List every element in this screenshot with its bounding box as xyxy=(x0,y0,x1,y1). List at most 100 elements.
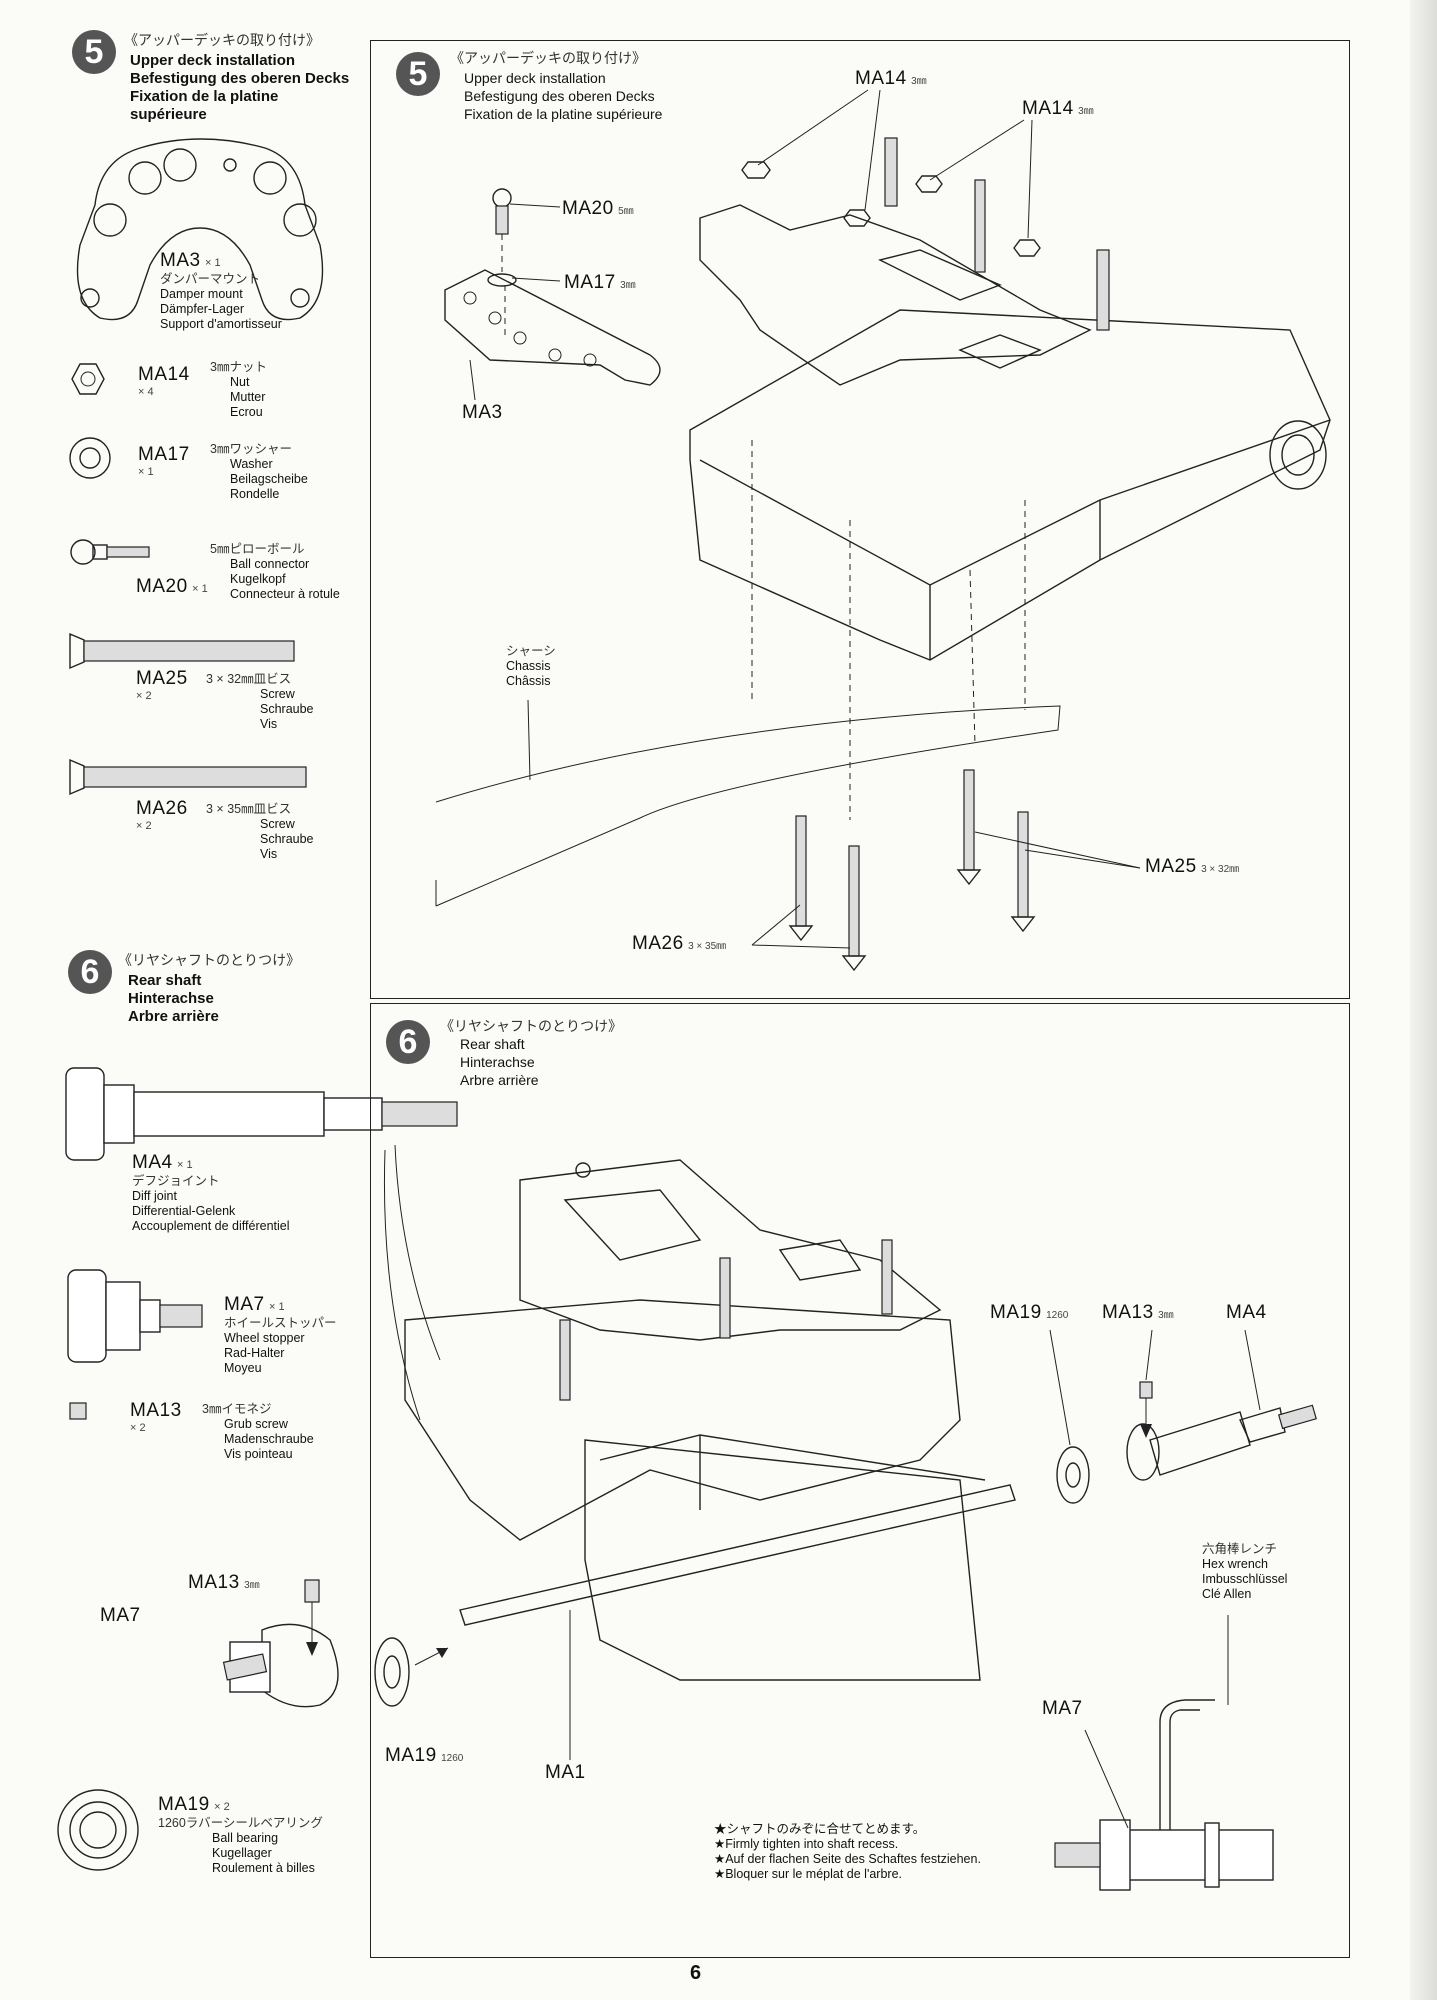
part-name-jp: 3㎜ナット xyxy=(210,360,267,374)
panel5-ma14a-label: MA14 3㎜ xyxy=(855,68,927,90)
chassis-label-fr: Châssis xyxy=(506,674,551,688)
callout-code: MA25 xyxy=(1145,856,1197,877)
callout-code: MA17 xyxy=(564,272,616,293)
part-ma4: MA4 × 1 デフジョイント Diff joint Differential-… xyxy=(132,1152,290,1234)
part-qty: × 2 xyxy=(136,820,152,832)
callout-code: MA19 xyxy=(990,1302,1042,1323)
part-code: MA7 xyxy=(224,1294,265,1315)
panel6-ma13-label: MA13 3㎜ xyxy=(1102,1302,1174,1324)
part-ma7: MA7 × 1 ホイールストッパー Wheel stopper Rad-Halt… xyxy=(224,1294,337,1376)
part-code: MA3 xyxy=(160,250,201,271)
panel5-ma17-label: MA17 3㎜ xyxy=(564,272,636,294)
ma26-screw-drawing xyxy=(69,758,307,796)
panel5-ma20-label: MA20 5㎜ xyxy=(562,198,634,220)
panel6-title-en: Rear shaft xyxy=(460,1036,525,1052)
part-name-de: Schraube xyxy=(260,702,314,716)
part-name-de: Kugelkopf xyxy=(230,572,286,586)
part-code: MA20 xyxy=(136,576,188,597)
hex-wrench-de: Imbusschlüssel xyxy=(1202,1572,1288,1586)
part-name-fr: Vis xyxy=(260,717,278,731)
step5-title-de: Befestigung des oberen Decks xyxy=(130,70,350,87)
part-qty: × 1 xyxy=(177,1159,193,1171)
page-edge-shadow xyxy=(1410,0,1437,2000)
part-ma26-names: 3 × 35㎜皿ビス Screw Schraube Vis xyxy=(206,802,314,862)
callout-size: 3㎜ xyxy=(911,76,927,87)
callout-code: MA14 xyxy=(1022,98,1074,119)
part-ma25: MA25 × 2 xyxy=(136,668,188,702)
panel5-title-jp: 《アッパーデッキの取り付け》 xyxy=(450,50,646,66)
part-ma14-names: 3㎜ナット Nut Mutter Ecrou xyxy=(210,360,267,420)
part-ma17: MA17 × 1 xyxy=(138,444,190,478)
part-name-fr: Vis xyxy=(260,847,278,861)
step6-ma13-callout: MA13 3㎜ xyxy=(188,1572,260,1594)
note-line: ★シャフトのみぞに合せてとめます。 xyxy=(714,1822,926,1836)
panel6-number-badge: 6 xyxy=(386,1020,430,1064)
note-line: ★Firmly tighten into shaft recess. xyxy=(714,1837,899,1851)
hex-wrench-en: Hex wrench xyxy=(1202,1557,1268,1571)
part-name-jp: 1260ラバーシールベアリング xyxy=(158,1816,323,1830)
part-name-fr: Support d'amortisseur xyxy=(160,317,282,331)
part-name-jp: ダンパーマウント xyxy=(160,272,261,286)
note-line: ★Bloquer sur le méplat de l'arbre. xyxy=(714,1867,902,1881)
step6-ma7-callout: MA7 xyxy=(100,1605,141,1626)
part-qty: × 2 xyxy=(136,690,152,702)
hex-wrench-fr: Clé Allen xyxy=(1202,1587,1252,1601)
callout-code: MA13 xyxy=(188,1572,240,1593)
part-name-jp: ホイールストッパー xyxy=(224,1316,337,1330)
part-ma17-names: 3㎜ワッシャー Washer Beilagscheibe Rondelle xyxy=(210,442,308,502)
part-code: MA14 xyxy=(138,364,190,385)
chassis-label-jp: シャーシ xyxy=(506,644,556,658)
part-name-fr: Accouplement de différentiel xyxy=(132,1219,290,1233)
panel6-title-fr: Arbre arrière xyxy=(460,1072,539,1088)
part-name-jp: 3㎜ワッシャー xyxy=(210,442,292,456)
panel5-title-en: Upper deck installation xyxy=(464,70,606,86)
callout-size: 3㎜ xyxy=(1078,106,1094,117)
part-name-jp: 5㎜ピローボール xyxy=(210,542,305,556)
hex-wrench-jp: 六角棒レンチ xyxy=(1202,1542,1278,1556)
part-name-jp: デフジョイント xyxy=(132,1174,220,1188)
callout-size: 3 × 35㎜ xyxy=(688,941,727,952)
part-ma19: MA19 × 2 1260ラバーシールベアリング Ball bearing Ku… xyxy=(158,1794,323,1876)
part-name-en: Screw xyxy=(260,687,295,701)
panel5-ma25-label: MA25 3 × 32㎜ xyxy=(1145,856,1239,878)
part-name-fr: Connecteur à rotule xyxy=(230,587,340,601)
panel5-ma14b-label: MA14 3㎜ xyxy=(1022,98,1094,120)
ma7-wheel-stopper-drawing xyxy=(67,1269,203,1363)
callout-size: 3 × 32㎜ xyxy=(1201,864,1240,875)
callout-size: 3㎜ xyxy=(1158,1310,1174,1321)
callout-size: 3㎜ xyxy=(620,280,636,291)
ma25-screw-drawing xyxy=(69,632,295,670)
part-name-de: Kugellager xyxy=(212,1846,272,1860)
step6-title-de: Hinterachse xyxy=(128,990,214,1007)
part-name-en: Wheel stopper xyxy=(224,1331,305,1345)
part-name-en: Damper mount xyxy=(160,287,243,301)
panel6-title-de: Hinterachse xyxy=(460,1054,535,1070)
part-qty: × 1 xyxy=(192,583,208,595)
part-name-en: Diff joint xyxy=(132,1189,177,1203)
part-name-fr: Roulement à billes xyxy=(212,1861,315,1875)
step6-number-badge: 6 xyxy=(68,950,112,994)
part-name-de: Mutter xyxy=(230,390,266,404)
part-code: MA19 xyxy=(158,1794,210,1815)
part-ma14: MA14 × 4 xyxy=(138,364,190,398)
step6-title-jp: 《リヤシャフトのとりつけ》 xyxy=(118,952,301,968)
part-name-de: Rad-Halter xyxy=(224,1346,285,1360)
ma13-grub-screw-drawing xyxy=(69,1402,87,1420)
part-name-en: Ball bearing xyxy=(212,1831,279,1845)
part-name-en: Washer xyxy=(230,457,273,471)
part-name-de: Beilagscheibe xyxy=(230,472,308,486)
panel5-title-fr: Fixation de la platine supérieure xyxy=(464,106,663,122)
part-name-fr: Rondelle xyxy=(230,487,280,501)
callout-size: 1260 xyxy=(1046,1310,1069,1321)
panel5-ma26-label: MA26 3 × 35㎜ xyxy=(632,933,726,955)
chassis-label-en: Chassis xyxy=(506,659,551,673)
part-name-de: Dämpfer-Lager xyxy=(160,302,245,316)
part-name-fr: Ecrou xyxy=(230,405,263,419)
part-qty: × 4 xyxy=(138,386,154,398)
part-ma25-names: 3 × 32㎜皿ビス Screw Schraube Vis xyxy=(206,672,314,732)
part-qty: × 1 xyxy=(138,466,154,478)
panel6-ma7-label: MA7 xyxy=(1042,1698,1083,1719)
ma14-nut-drawing xyxy=(71,363,105,395)
step5-number-badge: 5 xyxy=(72,30,116,74)
